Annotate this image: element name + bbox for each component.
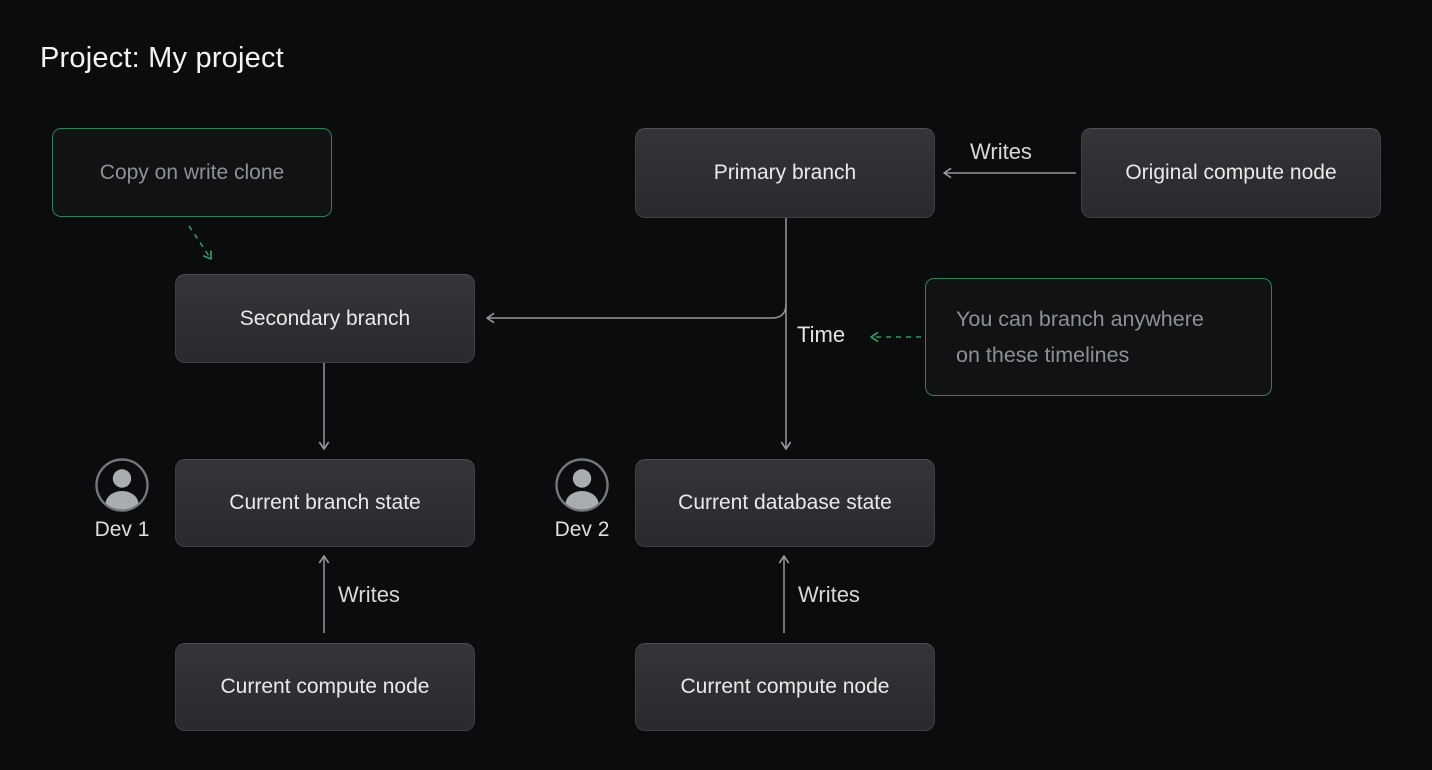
node-label: Current database state bbox=[678, 491, 892, 514]
node-primary-branch: Primary branch bbox=[635, 128, 935, 218]
time-label: Time bbox=[797, 322, 846, 347]
dev1-label: Dev 1 bbox=[94, 518, 150, 541]
note-line-1: You can branch anywhere bbox=[956, 307, 1204, 331]
node-label: Original compute node bbox=[1125, 161, 1337, 184]
writes-label-right: Writes bbox=[798, 582, 860, 607]
writes-label-top: Writes bbox=[970, 139, 1032, 164]
node-copy-on-write-clone: Copy on write clone bbox=[52, 128, 332, 217]
node-label: Current compute node bbox=[680, 675, 890, 698]
arrow-clone-to-secondary-dashed bbox=[188, 225, 212, 260]
node-current-compute-node-left: Current compute node bbox=[175, 643, 475, 731]
node-label: Copy on write clone bbox=[99, 160, 285, 184]
node-original-compute-node: Original compute node bbox=[1081, 128, 1381, 218]
node-current-database-state: Current database state bbox=[635, 459, 935, 547]
arrow-primary-to-secondary bbox=[486, 303, 787, 324]
node-label: Secondary branch bbox=[239, 306, 411, 330]
node-current-compute-node-right: Current compute node bbox=[635, 643, 935, 731]
dev2-label: Dev 2 bbox=[554, 518, 610, 541]
writes-label-left: Writes bbox=[338, 582, 400, 607]
node-label: Current compute node bbox=[220, 675, 430, 698]
user-avatar-icon bbox=[95, 458, 149, 512]
note-branch-anywhere: You can branch anywhere on these timelin… bbox=[925, 278, 1272, 396]
user-avatar-icon bbox=[555, 458, 609, 512]
node-secondary-branch: Secondary branch bbox=[175, 274, 475, 363]
node-label: Current branch state bbox=[229, 491, 421, 514]
node-label: Primary branch bbox=[713, 161, 857, 184]
page-title: Project: My project bbox=[40, 42, 284, 74]
node-current-branch-state: Current branch state bbox=[175, 459, 475, 547]
note-line-2: on these timelines bbox=[956, 343, 1130, 367]
